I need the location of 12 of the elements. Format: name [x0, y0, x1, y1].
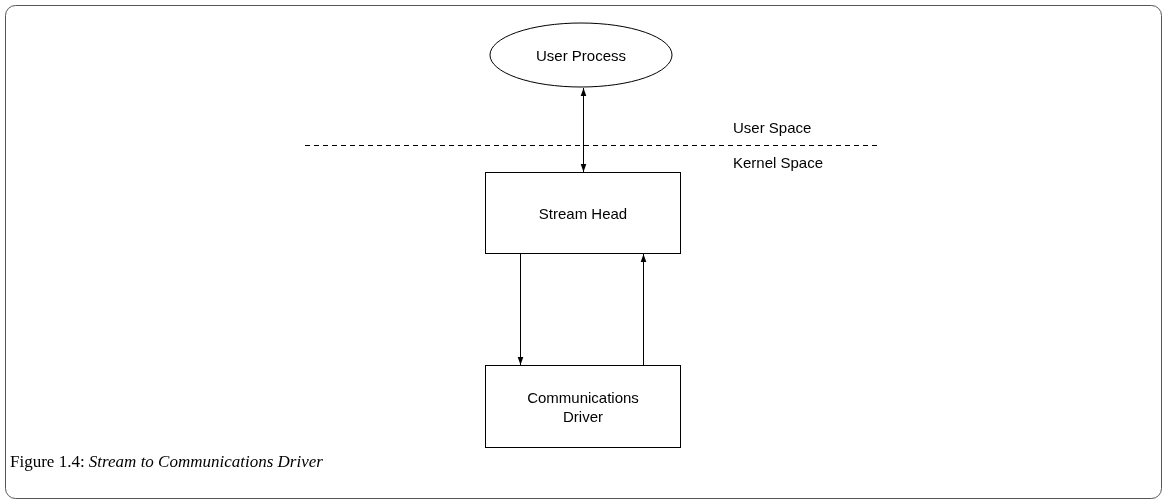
node-label: User Process	[536, 45, 626, 65]
node-label: Communications Driver	[526, 387, 640, 426]
arrow	[580, 87, 587, 173]
region-label: User Space	[733, 119, 812, 136]
arrow	[517, 253, 524, 366]
figure-caption: Figure 1.4: Stream to Communications Driver	[10, 452, 323, 472]
node-label: Stream Head	[538, 203, 628, 223]
region-label: Kernel Space	[733, 154, 824, 171]
process-box	[485, 365, 681, 448]
arrow	[640, 253, 647, 366]
process-box	[485, 172, 681, 254]
process-ellipse	[489, 22, 673, 88]
